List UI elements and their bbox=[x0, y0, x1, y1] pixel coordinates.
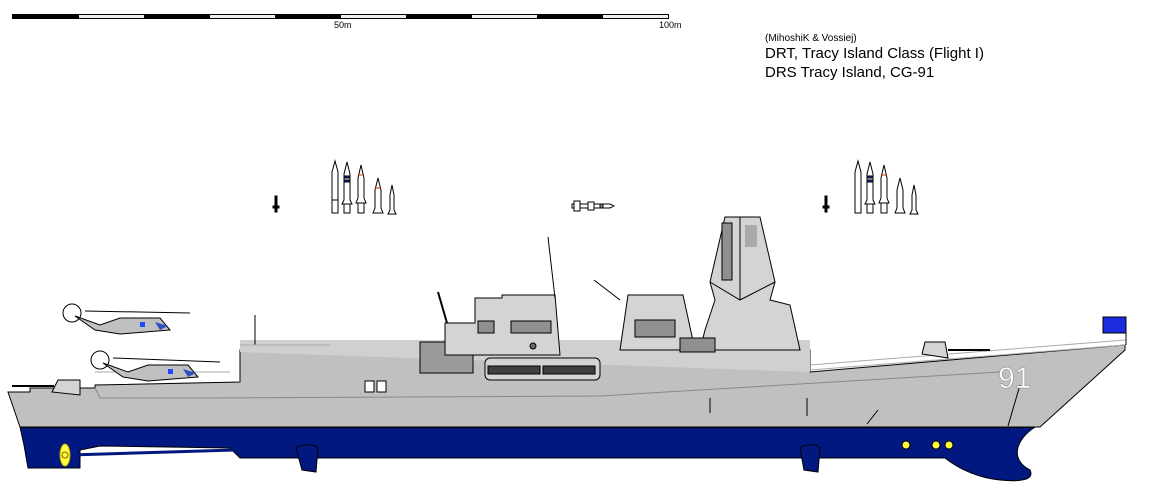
helicopter-airborne bbox=[62, 303, 191, 335]
propeller bbox=[59, 443, 236, 467]
missile-red-band-icon bbox=[355, 164, 367, 214]
missile-red-band-short-icon bbox=[372, 177, 384, 214]
lower-hull bbox=[19, 426, 1037, 482]
bow-thrusters bbox=[901, 440, 954, 450]
upper-hull: 91 bbox=[7, 344, 1126, 428]
sm-missile-icon bbox=[341, 161, 353, 214]
author-credit: (MihoshiK & Vossiej) bbox=[765, 33, 857, 44]
short-missile-icon bbox=[387, 184, 397, 215]
scale-segment bbox=[275, 15, 341, 18]
missile-canister-icon bbox=[854, 159, 862, 214]
ship-class-title: DRT, Tracy Island Class (Flight I) bbox=[765, 45, 984, 62]
ensign-flag bbox=[1102, 316, 1127, 345]
scale-segment bbox=[340, 15, 406, 18]
scale-segment bbox=[602, 15, 668, 18]
scale-segment bbox=[78, 15, 144, 18]
small-missile-icon bbox=[822, 195, 830, 213]
superstructure bbox=[240, 216, 810, 393]
short-missile-icon bbox=[909, 184, 919, 215]
scale-segment bbox=[471, 15, 537, 18]
weapons-legend-left bbox=[272, 159, 397, 215]
scale-segment bbox=[209, 15, 275, 18]
scale-segment bbox=[537, 15, 603, 18]
cruise-missile-icon bbox=[571, 200, 616, 212]
forward-gun bbox=[921, 341, 990, 359]
ship-name-title: DRS Tracy Island, CG-91 bbox=[765, 64, 935, 81]
missile-red-band-icon bbox=[878, 164, 890, 214]
small-missile-icon bbox=[272, 195, 280, 213]
aft-gun bbox=[12, 379, 81, 396]
scale-segment bbox=[13, 15, 79, 18]
scale-segment bbox=[144, 15, 210, 18]
scale-segment bbox=[406, 15, 472, 18]
scale-bar bbox=[12, 14, 669, 19]
hull-number: 91 bbox=[998, 362, 1031, 395]
scale-label-50m: 50m bbox=[334, 20, 352, 30]
missile-red-band-short-icon bbox=[894, 177, 906, 214]
scale-label-100m: 100m bbox=[659, 20, 682, 30]
weapons-legend-right bbox=[822, 159, 919, 215]
sm-missile-icon bbox=[864, 161, 876, 214]
missile-canister-icon bbox=[331, 159, 339, 214]
helicopter-on-deck bbox=[90, 350, 221, 382]
